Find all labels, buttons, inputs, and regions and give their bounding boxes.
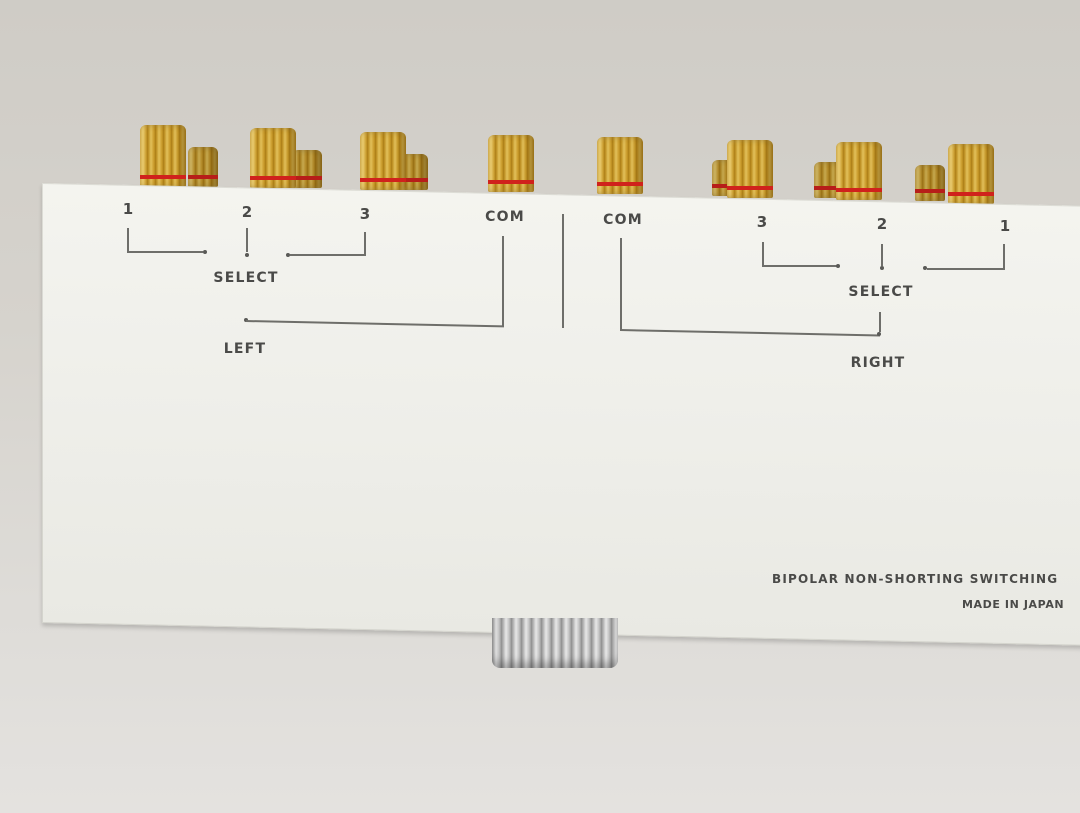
- right-contact-3: [836, 264, 840, 268]
- right-wire-1-down: [1003, 244, 1005, 270]
- binding-post-left-2-negative: [292, 150, 322, 188]
- right-wire-com-down: [620, 238, 622, 330]
- left-wire-3-across: [290, 254, 366, 256]
- binding-post-left-1: [140, 125, 186, 187]
- left-contact-2: [245, 253, 249, 257]
- binding-post-right-com: [597, 137, 643, 194]
- left-contact-3: [286, 253, 290, 257]
- left-wire-com-down: [502, 236, 504, 327]
- left-input-1-label: 1: [122, 200, 134, 218]
- channel-divider: [562, 214, 564, 328]
- left-com-label: COM: [485, 209, 525, 225]
- binding-post-right-1-negative: [915, 165, 945, 201]
- right-channel-label: RIGHT: [850, 355, 906, 371]
- binding-post-right-3: [727, 140, 773, 198]
- binding-post-right-2: [836, 142, 882, 200]
- left-wire-1-down: [127, 228, 129, 252]
- left-input-3-label: 3: [359, 205, 371, 223]
- left-select-label: SELECT: [213, 270, 279, 286]
- right-wire-select-up: [879, 312, 881, 332]
- binding-post-right-1: [948, 144, 994, 204]
- left-wire-2-down: [246, 228, 248, 252]
- origin-label: MADE IN JAPAN: [962, 598, 1065, 611]
- right-contact-1: [923, 266, 927, 270]
- binding-post-left-com: [488, 135, 534, 192]
- right-input-2-label: 2: [876, 215, 888, 233]
- left-input-2-label: 2: [241, 203, 253, 221]
- right-input-3-label: 3: [756, 213, 768, 231]
- binding-post-left-2: [250, 128, 296, 188]
- left-wire-3-down: [364, 232, 366, 256]
- right-wire-3-across: [762, 265, 838, 267]
- switching-description: BIPOLAR NON-SHORTING SWITCHING: [772, 572, 1059, 586]
- right-contact-2: [880, 266, 884, 270]
- binding-post-left-3: [360, 132, 406, 190]
- left-contact-1: [203, 250, 207, 254]
- left-wire-1-across: [127, 251, 203, 253]
- left-channel-label: LEFT: [223, 341, 267, 357]
- right-input-1-label: 1: [999, 217, 1011, 235]
- right-wire-2-down: [881, 244, 883, 266]
- binding-post-left-1-negative: [188, 147, 218, 187]
- right-com-label: COM: [603, 212, 643, 228]
- right-wire-1-across: [927, 268, 1005, 270]
- right-select-out: [877, 332, 881, 336]
- right-wire-3-down: [762, 242, 764, 266]
- selector-knob[interactable]: [492, 618, 618, 668]
- right-select-label: SELECT: [848, 284, 914, 300]
